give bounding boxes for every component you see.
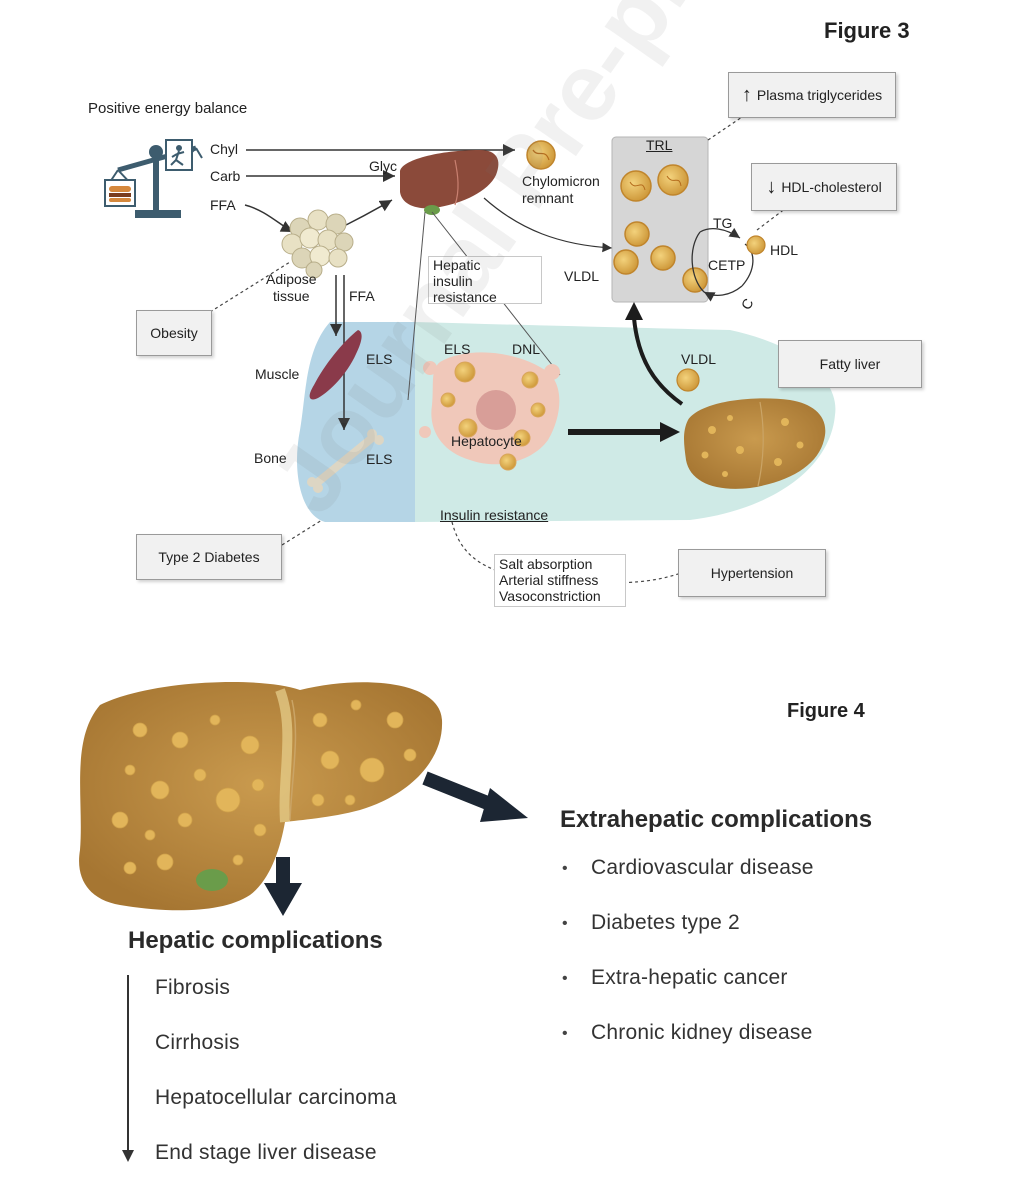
chylomicron-remnant-icon (526, 140, 556, 170)
fat-droplets (111, 699, 417, 875)
extrahepatic-item: Extra-hepatic cancer (591, 966, 788, 989)
type-2-diabetes-box: Type 2 Diabetes (136, 534, 282, 580)
carb-label: Carb (210, 168, 241, 184)
trl-box (611, 136, 709, 303)
salt-absorption-label: Salt absorption (499, 556, 593, 572)
liver-icon (400, 150, 499, 215)
plasma-triglycerides-box: ↑ Plasma triglycerides (728, 72, 896, 118)
obesity-box: Obesity (136, 310, 212, 356)
figure-4-label: Figure 4 (787, 700, 865, 722)
glyc-label: Glyc (369, 158, 397, 174)
plasma-triglycerides-label: Plasma triglycerides (756, 87, 883, 103)
hepatic-item: Hepatocellular carcinoma (155, 1086, 397, 1109)
adipose-tissue-icon (281, 209, 354, 279)
extrahepatic-item: Chronic kidney disease (591, 1021, 813, 1044)
bullet-icon: • (562, 970, 568, 987)
trl-label: TRL (646, 137, 673, 153)
cetp-label: CETP (708, 257, 746, 273)
chylomicron-remnant-label: Chylomicron remnant (522, 173, 600, 206)
hepatocyte-icon (419, 352, 560, 471)
els-bone-label: ELS (366, 451, 393, 467)
input-arrows (244, 144, 613, 253)
bullet-icon: • (562, 915, 568, 932)
muscle-label: Muscle (255, 366, 300, 382)
hypertension-label: Hypertension (710, 565, 794, 581)
bullet-icon: • (562, 860, 568, 877)
vasoconstriction-label: Vasoconstriction (499, 588, 601, 605)
insulin-resistance-label: Insulin resistance (440, 507, 549, 523)
hepatic-item: End stage liver disease (155, 1141, 377, 1164)
muscle-icon (309, 330, 362, 400)
hepatocyte-label: Hepatocyte (451, 433, 522, 449)
vldl-up-arrow (625, 302, 700, 406)
progression-arrow (122, 975, 134, 1162)
fatty-liver-small-icon (684, 398, 826, 489)
hepatic-heading: Hepatic complications (128, 927, 383, 954)
bullet-icon: • (562, 1025, 568, 1042)
figure-3-label: Figure 3 (824, 18, 910, 43)
hepatocyte-to-fatty-liver-arrow (568, 422, 680, 442)
extrahepatic-item: Diabetes type 2 (591, 911, 740, 934)
vldl-left-label: VLDL (564, 268, 600, 284)
hdl-cholesterol-label: HDL-cholesterol (781, 179, 882, 195)
obesity-label: Obesity (150, 325, 198, 341)
els-hepatocyte-label: ELS (444, 341, 471, 357)
bone-icon (307, 429, 384, 493)
hepatic-down-arrow (264, 857, 302, 916)
extrahepatic-arrow (422, 771, 528, 822)
fatty-liver-large-icon (79, 682, 443, 911)
fatty-liver-label: Fatty liver (819, 356, 881, 372)
fatty-liver-box: Fatty liver (778, 340, 922, 388)
hdl-label: HDL (770, 242, 799, 258)
hdl-cholesterol-box: ↓ HDL-cholesterol (751, 163, 897, 211)
positive-energy-balance-label: Positive energy balance (88, 100, 248, 117)
chyl-label: Chyl (210, 141, 239, 157)
balance-scale-icon (104, 139, 203, 218)
els-muscle-label: ELS (366, 351, 393, 367)
vascular-effects-box: Salt absorption Arterial stiffness Vasoc… (494, 554, 626, 607)
extrahepatic-heading: Extrahepatic complications (560, 806, 873, 833)
ffa-down-label: FFA (349, 288, 375, 304)
hepatic-insulin-resistance-label: Hepatic insulin resistance (428, 256, 542, 305)
arterial-stiffness-label: Arterial stiffness (499, 572, 599, 589)
hepatic-item: Cirrhosis (155, 1031, 240, 1054)
type-2-diabetes-label: Type 2 Diabetes (158, 549, 260, 565)
extrahepatic-item: Cardiovascular disease (591, 856, 814, 879)
ffa-label: FFA (210, 197, 236, 213)
down-arrow-icon: ↓ (766, 175, 777, 198)
hypertension-box: Hypertension (678, 549, 826, 597)
adipose-tissue-label: Adipose tissue (266, 271, 317, 304)
vldl-lower-label: VLDL (681, 351, 717, 367)
cetp-exchange-loop (691, 227, 766, 302)
up-arrow-icon: ↑ (741, 83, 752, 106)
tg-label: TG (713, 215, 733, 231)
dnl-label: DNL (512, 341, 541, 357)
bone-label: Bone (254, 450, 287, 466)
hepatic-item: Fibrosis (155, 976, 231, 999)
